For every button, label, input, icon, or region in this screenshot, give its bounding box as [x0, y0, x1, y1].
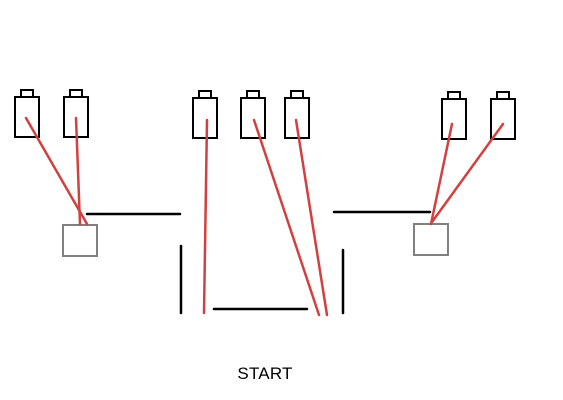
link-device4-start [252, 118, 321, 317]
hub-group [62, 223, 449, 257]
link-device5-start [294, 118, 329, 317]
link-device2-hub-left [74, 116, 82, 226]
link-device7-hub-right [430, 122, 505, 224]
device-icon-6 [441, 91, 467, 140]
hub-icon-right [413, 223, 449, 256]
device-icon-1 [14, 89, 40, 138]
link-device3-start [202, 118, 209, 315]
wall-group [85, 210, 432, 315]
device-icon-3 [192, 90, 218, 139]
device-group [14, 89, 516, 140]
device-icon-7 [490, 91, 516, 140]
device-icon-4 [240, 90, 266, 139]
hub-icon-left [62, 224, 98, 257]
link-group [24, 116, 505, 317]
start-label: START [237, 364, 293, 383]
link-device1-hub-left [24, 116, 89, 226]
link-device6-hub-right [429, 122, 454, 226]
